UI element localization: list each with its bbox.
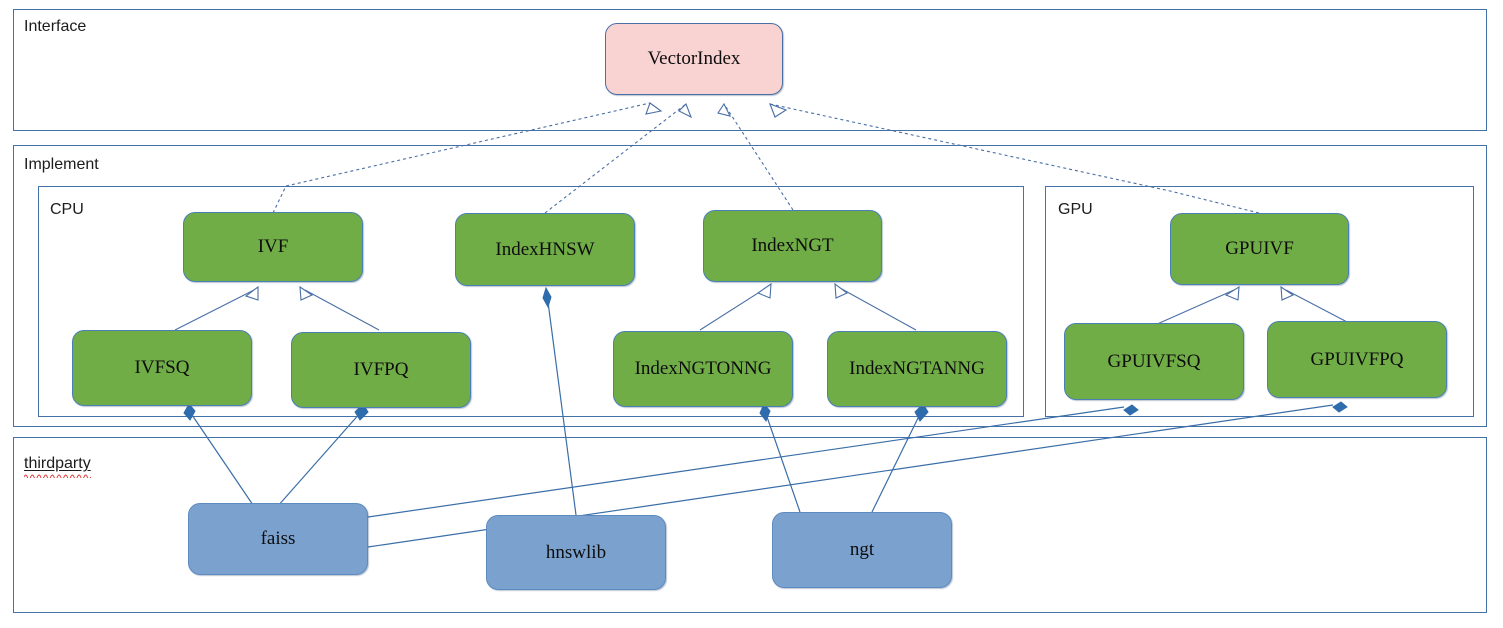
node-ivfpq[interactable]: IVFPQ [291, 332, 471, 408]
node-ngt[interactable]: ngt [772, 512, 952, 588]
node-gpuivf[interactable]: GPUIVF [1170, 213, 1349, 285]
spellcheck-squiggle-icon [24, 474, 91, 478]
group-label-implement: Implement [24, 156, 99, 173]
group-label-thirdparty-text: thirdparty [24, 455, 91, 472]
group-label-cpu: CPU [50, 201, 84, 218]
node-indexhnsw[interactable]: IndexHNSW [455, 213, 635, 286]
node-gpuivfsq[interactable]: GPUIVFSQ [1064, 323, 1244, 400]
node-ivfsq[interactable]: IVFSQ [72, 330, 252, 406]
node-indexngtonng[interactable]: IndexNGTONNG [613, 331, 793, 407]
node-hnswlib[interactable]: hnswlib [486, 515, 666, 590]
node-faiss[interactable]: faiss [188, 503, 368, 575]
node-gpuivfpq[interactable]: GPUIVFPQ [1267, 321, 1447, 398]
group-label-thirdparty: thirdparty [24, 455, 91, 478]
node-indexngtanng[interactable]: IndexNGTANNG [827, 331, 1007, 407]
node-vectorindex[interactable]: VectorIndex [605, 23, 783, 95]
node-ivf[interactable]: IVF [183, 212, 363, 282]
group-label-interface: Interface [24, 18, 87, 35]
node-indexngt[interactable]: IndexNGT [703, 210, 882, 282]
group-label-gpu: GPU [1058, 201, 1093, 218]
